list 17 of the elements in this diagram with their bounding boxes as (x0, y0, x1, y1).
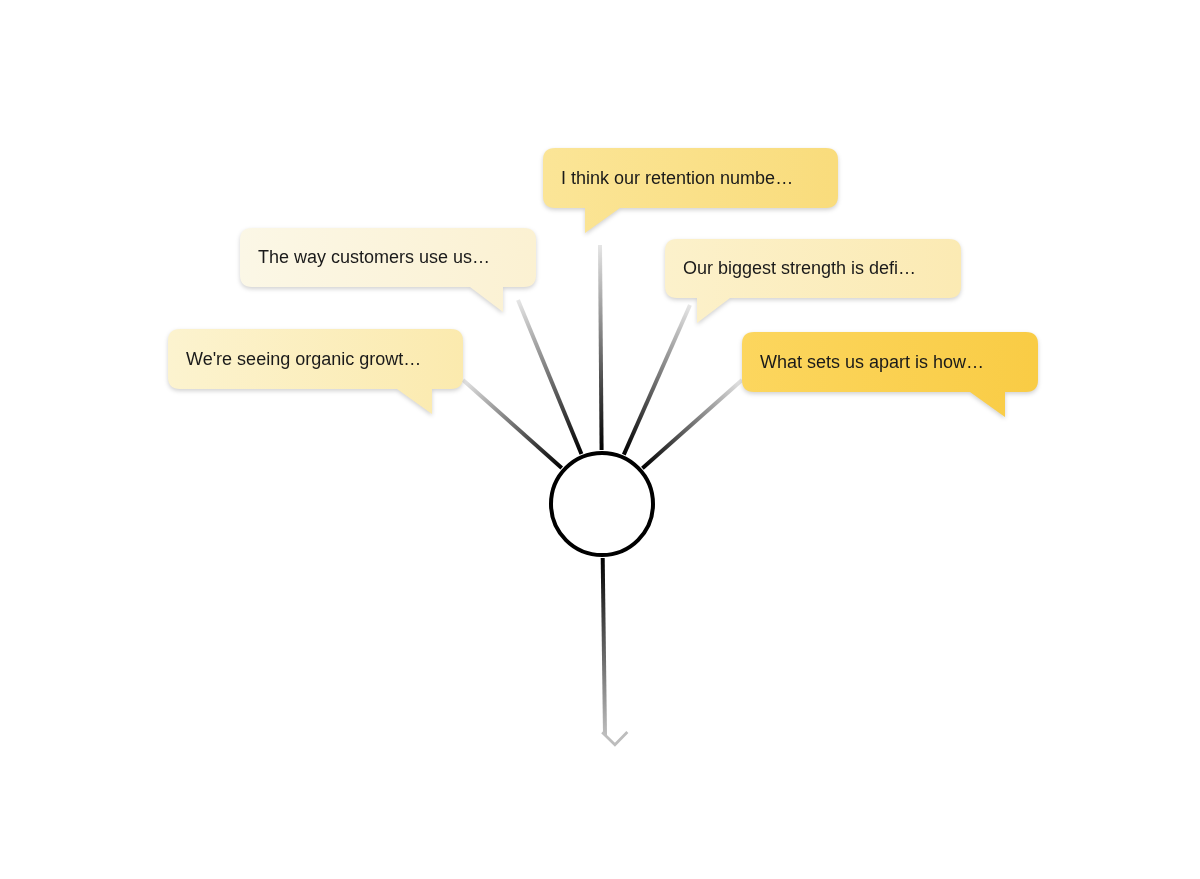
arrow (600, 557, 629, 747)
connector-line (516, 299, 584, 455)
circle (549, 451, 655, 557)
bubble-text: We're seeing organic growt… (185, 347, 423, 371)
bubble-text: The way customers use us… (257, 246, 492, 269)
bubble-text: I think our retention numbe… (560, 166, 795, 190)
connector-line (461, 378, 564, 470)
speech-bubble (168, 329, 463, 414)
speech-bubble (543, 148, 838, 233)
connector-line (598, 245, 604, 450)
connector-line (641, 378, 744, 470)
speech-bubble (665, 239, 961, 323)
bubble-text: Our biggest strength is defi… (682, 257, 918, 280)
speech-bubble (742, 332, 1038, 417)
bubble-text: What sets us apart is how… (759, 350, 986, 374)
connector-line (622, 304, 692, 456)
speech-bubble (240, 228, 536, 312)
